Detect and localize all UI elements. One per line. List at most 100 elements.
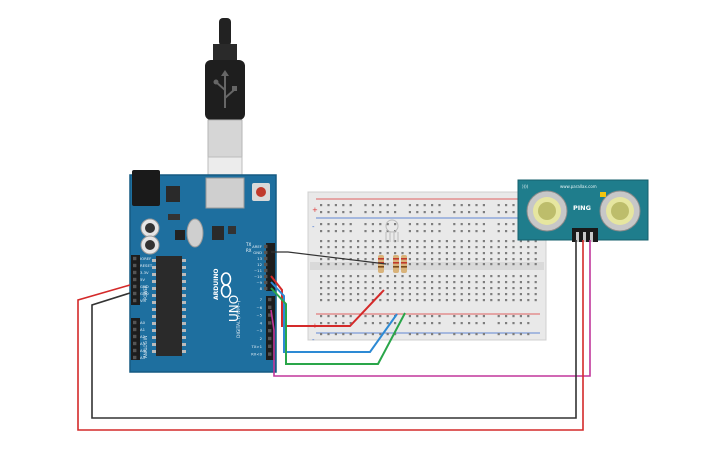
analog-pin-hole[interactable] <box>133 348 137 353</box>
hole <box>438 246 441 249</box>
power-pin-hole[interactable] <box>133 291 137 296</box>
hole <box>527 240 530 243</box>
usb-cable[interactable] <box>205 18 245 196</box>
digital-pin-hole[interactable] <box>268 344 272 348</box>
digital-pin-hole[interactable] <box>268 352 272 356</box>
digital-pin-hole[interactable] <box>268 336 272 341</box>
hole <box>342 211 345 214</box>
hole <box>534 263 537 266</box>
analog-pin-hole[interactable] <box>133 327 137 332</box>
digital-pin-hole[interactable] <box>268 313 272 317</box>
digital-pin-label: ~3 <box>256 328 262 333</box>
digital-pin-hole[interactable] <box>264 274 268 279</box>
hole <box>320 258 323 261</box>
digital-pin-hole[interactable] <box>264 244 268 249</box>
power-pin-hole[interactable] <box>133 270 137 275</box>
hole <box>364 281 367 284</box>
wire-black-signal[interactable] <box>271 251 387 265</box>
hole <box>342 293 345 296</box>
hole <box>468 211 471 214</box>
hole <box>431 263 434 266</box>
hole <box>423 223 426 226</box>
hole <box>386 258 389 261</box>
hole <box>364 299 367 302</box>
hole <box>408 315 411 318</box>
ping-ultrasonic-sensor[interactable]: www.parallax.com )))) PING <box>517 179 649 242</box>
hole <box>453 230 456 233</box>
hole <box>379 281 382 284</box>
hole <box>497 299 500 302</box>
rail-minus-label-bottom: - <box>312 336 315 344</box>
power-pin-hole[interactable] <box>133 284 137 289</box>
wire-green-pin9[interactable] <box>270 287 406 365</box>
power-pin-label: Vin <box>140 298 147 303</box>
hole <box>394 275 397 278</box>
wire-red-pin11[interactable] <box>270 275 385 327</box>
hole <box>334 246 337 249</box>
hole <box>394 293 397 296</box>
hole <box>416 293 419 296</box>
hole <box>438 223 441 226</box>
hole <box>379 252 382 255</box>
hole <box>423 315 426 318</box>
digital-pin-label: RX<0 <box>251 352 262 357</box>
power-pin-hole[interactable] <box>133 263 137 268</box>
hole <box>438 275 441 278</box>
power-pin-hole[interactable] <box>133 256 137 261</box>
breadboard[interactable]: + - + - <box>307 191 547 344</box>
wire-red-5v[interactable] <box>77 240 584 431</box>
digital-pin-hole[interactable] <box>268 329 272 333</box>
sensor-pin[interactable] <box>590 232 593 242</box>
digital-pin-hole[interactable] <box>268 321 272 325</box>
power-pin-hole[interactable] <box>133 277 137 282</box>
hole <box>357 258 360 261</box>
hole <box>423 281 426 284</box>
hole <box>445 240 448 243</box>
hole <box>334 252 337 255</box>
hole <box>364 223 367 226</box>
resistor[interactable] <box>401 255 407 273</box>
hole <box>408 211 411 214</box>
analog-header <box>131 318 140 360</box>
hole <box>505 211 508 214</box>
digital-pin-hole[interactable] <box>264 262 268 267</box>
sensor-pin[interactable] <box>583 232 586 242</box>
hole <box>416 211 419 214</box>
digital-pin-hole[interactable] <box>264 268 268 273</box>
power-pin-hole[interactable] <box>133 298 137 303</box>
hole <box>460 230 463 233</box>
analog-pin-hole[interactable] <box>133 355 137 360</box>
digital-pin-hole[interactable] <box>264 250 268 255</box>
transducer-right <box>599 190 641 232</box>
digital-pin-hole[interactable] <box>264 280 268 285</box>
digital-pin-hole[interactable] <box>268 305 272 309</box>
wire-black-gnd[interactable] <box>91 240 577 419</box>
sensor-led <box>600 192 606 197</box>
wire-magenta-signal[interactable] <box>270 240 591 377</box>
rgb-led[interactable] <box>385 219 399 242</box>
hole <box>349 293 352 296</box>
power-pin-label: IOREF <box>140 256 151 261</box>
digital-pin-hole[interactable] <box>264 286 268 291</box>
analog-pin-hole[interactable] <box>133 334 137 339</box>
digital-pin-hole[interactable] <box>268 297 272 302</box>
hole <box>357 246 360 249</box>
hole <box>408 246 411 249</box>
hole <box>342 333 345 336</box>
hole <box>519 252 522 255</box>
sensor-pin[interactable] <box>576 232 579 242</box>
wire-blue-pin10[interactable] <box>270 281 398 353</box>
digital-pin-hole[interactable] <box>264 256 268 261</box>
analog-pin-hole[interactable] <box>133 341 137 346</box>
hole <box>438 293 441 296</box>
hole <box>371 275 374 278</box>
resistor[interactable] <box>393 255 399 273</box>
hole <box>438 240 441 243</box>
hole <box>482 258 485 261</box>
analog-pin-hole[interactable] <box>133 320 137 325</box>
reset-button[interactable] <box>252 183 270 201</box>
hole <box>527 299 530 302</box>
hole <box>431 204 434 207</box>
hole <box>416 315 419 318</box>
